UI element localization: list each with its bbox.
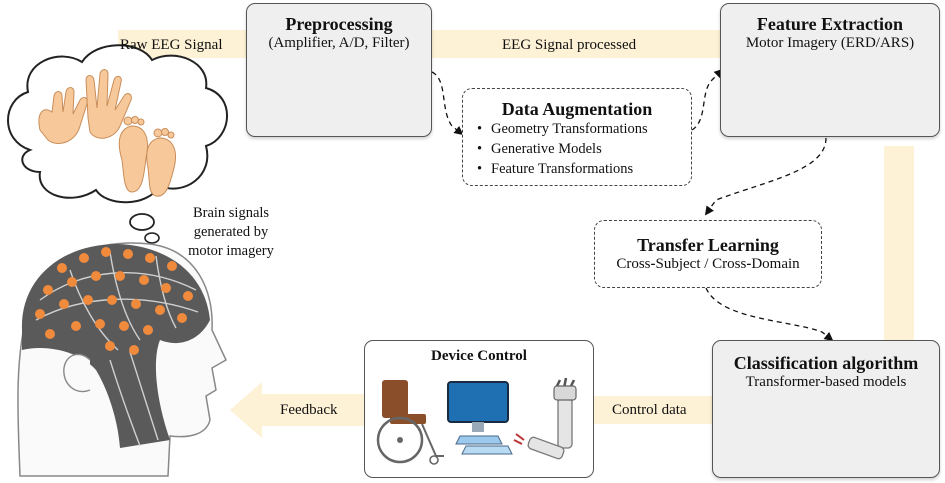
feedback-arrow-head <box>230 382 262 438</box>
subtitle-hyphen: - <box>650 256 656 272</box>
node-title: Transfer Learning <box>637 235 779 255</box>
node-title: Classification algorithm <box>733 353 919 373</box>
list-item: Geometry Transformations <box>477 119 691 139</box>
electrodes <box>35 247 193 355</box>
annotation-line: Brain signals <box>192 205 270 221</box>
dashed-arrows <box>431 68 834 342</box>
node-title: Device Control <box>431 348 527 364</box>
flow-label-eeg-processed: EEG Signal processed <box>502 37 637 53</box>
node-subtitle: (Amplifier, A/D, Filter) <box>268 35 410 51</box>
flow-label-raw-eeg: Raw EEG Signal <box>120 37 223 53</box>
node-title: Data Augmentation <box>501 99 653 119</box>
subtitle-part: Domain <box>751 256 800 272</box>
eeg-cap-head <box>17 242 227 477</box>
feature-extraction-node: Feature Extraction Motor Imagery (ERD/AR… <box>720 3 940 137</box>
classification-node: Classification algorithm Transformer-bas… <box>712 340 940 478</box>
subtitle-part: Cross <box>616 256 651 272</box>
brain-signals-annotation: Brain signals generated by motor imagery <box>176 204 286 261</box>
subtitle-part: Subject / Cross <box>655 256 747 272</box>
preprocessing-node: Preprocessing (Amplifier, A/D, Filter) <box>246 3 432 137</box>
list-item: Feature Transformations <box>477 159 691 179</box>
node-title: Preprocessing <box>285 14 393 34</box>
robotic-arm-icon <box>513 377 577 460</box>
transfer-learning-node: Transfer Learning Cross-Subject / Cross-… <box>594 220 822 288</box>
device-control-node: Device Control <box>364 340 594 478</box>
flow-bands <box>118 30 914 438</box>
subtitle-hyphen: - <box>820 374 826 390</box>
node-subtitle: Transformer-based models <box>713 373 939 391</box>
augmentation-list: Geometry Transformations Generative Mode… <box>477 119 691 179</box>
subtitle-part: based models <box>825 374 907 390</box>
annotation-line: motor imagery <box>188 243 274 259</box>
hands-feet-icon <box>38 69 176 197</box>
wheelchair-icon <box>376 380 444 465</box>
data-augmentation-node: Data Augmentation Geometry Transformatio… <box>462 88 692 186</box>
subtitle-part: Transformer <box>745 374 821 390</box>
node-title: Feature Extraction <box>756 14 904 34</box>
flow-label-feedback: Feedback <box>280 402 338 418</box>
node-subtitle: Cross-Subject / Cross-Domain <box>595 255 821 273</box>
list-item: Generative Models <box>477 139 691 159</box>
flow-label-control-data: Control data <box>612 402 687 418</box>
computer-icon <box>447 381 513 455</box>
annotation-line: generated by <box>193 224 269 240</box>
node-subtitle: Motor Imagery (ERD/ARS) <box>745 35 915 51</box>
subtitle-hyphen: - <box>746 256 752 272</box>
